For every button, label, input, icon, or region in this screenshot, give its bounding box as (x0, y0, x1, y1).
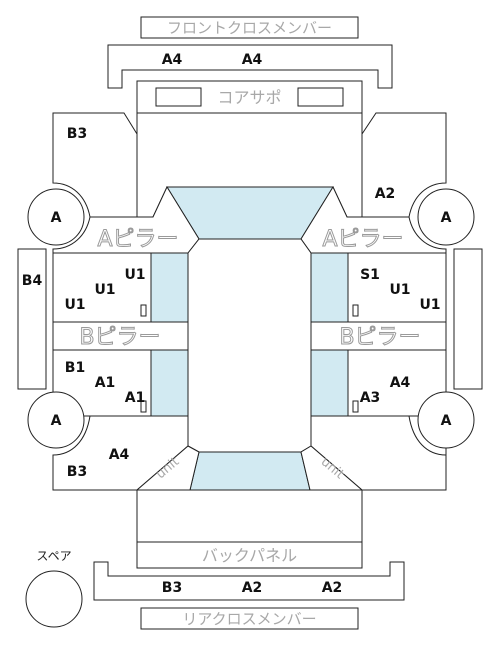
front-cross-member-box[interactable] (140, 16, 359, 39)
tire-front-right-code: A (441, 210, 452, 226)
front-left-window[interactable] (150, 252, 189, 323)
tire-rear-left[interactable] (27, 391, 85, 449)
rear-left-quarter-code-a: A4 (109, 447, 130, 463)
front-left-door-handle (140, 304, 147, 317)
rear-right-door-handle (352, 400, 359, 413)
a-pillar-right-label: Aピラー (322, 227, 403, 252)
back-panel[interactable] (136, 541, 363, 569)
front-member-left-code: A4 (162, 52, 183, 68)
front-left-door[interactable] (52, 252, 152, 323)
right-rear-door-code-a: A4 (390, 375, 411, 391)
right-front-door-code-a: S1 (360, 267, 380, 283)
a-pillar-left-label: Aピラー (97, 227, 178, 252)
tire-front-right[interactable] (417, 188, 475, 246)
front-member-right-code: A4 (242, 52, 263, 68)
rear-cross-member-label: リアクロスメンバー (182, 610, 316, 628)
tire-rear-left-code: A (51, 413, 62, 429)
core-support-left-slot (155, 87, 202, 107)
front-right-door[interactable] (347, 252, 447, 323)
tire-front-left[interactable] (27, 188, 85, 246)
left-rear-door-code-a: B1 (65, 360, 85, 376)
left-front-door-code-c: U1 (64, 297, 85, 313)
front-right-door-handle (352, 304, 359, 317)
a-pillar-left[interactable] (52, 185, 200, 254)
spare-tire[interactable] (25, 570, 83, 628)
left-front-door-code-b: U1 (94, 282, 115, 298)
back-panel-label: バックパネル (202, 546, 297, 565)
b-pillar-right[interactable] (310, 321, 447, 351)
trunk-lid[interactable] (136, 489, 363, 543)
left-rocker-panel[interactable] (17, 248, 47, 390)
b-pillar-left-label: Bピラー (79, 325, 160, 350)
rear-window[interactable] (189, 451, 311, 491)
b-pillar-right-label: Bピラー (339, 325, 420, 350)
rear-member-right-code: A2 (322, 580, 343, 596)
core-support-right-slot (297, 87, 344, 107)
right-front-door-code-c: U1 (419, 297, 440, 313)
b-pillar-left[interactable] (52, 321, 189, 351)
left-rear-door-code-b: A1 (95, 375, 116, 391)
rear-right-window[interactable] (310, 349, 349, 417)
rear-left-quarter-code-b: B3 (67, 464, 87, 480)
rear-member-mid-code: A2 (242, 580, 263, 596)
spare-label: スペア (36, 549, 71, 563)
a-pillar-right[interactable] (300, 185, 447, 254)
tire-rear-right[interactable] (417, 391, 475, 449)
tire-front-left-code: A (51, 210, 62, 226)
right-front-door-code-b: U1 (389, 282, 410, 298)
core-support-label: コアサポ (217, 88, 281, 107)
front-left-fender[interactable] (52, 112, 138, 218)
roof-panel[interactable] (187, 238, 312, 453)
right-rear-door-code-b: A3 (360, 390, 381, 406)
left-front-door-code-a: U1 (124, 267, 145, 283)
rear-left-door-handle (140, 400, 147, 413)
rear-member-left-code: B3 (162, 580, 182, 596)
rear-cross-member-box[interactable] (140, 607, 359, 630)
right-rocker-panel[interactable] (453, 248, 483, 390)
front-bumper-panel[interactable] (107, 44, 393, 89)
front-right-fender-code: A2 (375, 186, 396, 202)
rear-bumper-panel[interactable] (93, 561, 405, 601)
left-rear-door-code-c: A1 (125, 390, 146, 406)
left-rocker-code: B4 (22, 273, 43, 289)
tire-rear-right-code: A (441, 413, 452, 429)
front-right-window[interactable] (310, 252, 349, 323)
rear-left-window[interactable] (150, 349, 189, 417)
front-cross-member-label: フロントクロスメンバー (167, 19, 332, 37)
front-left-fender-code: B3 (67, 126, 87, 142)
